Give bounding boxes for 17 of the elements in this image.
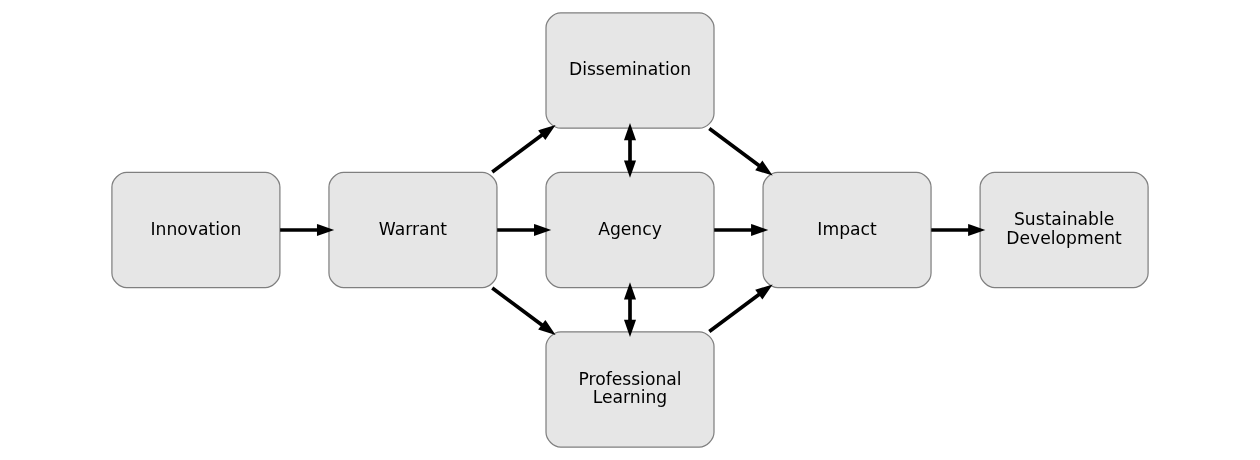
arrow (497, 223, 552, 237)
arrow (714, 223, 769, 237)
arrow (280, 223, 335, 237)
node-box: Dissemination (545, 12, 715, 129)
node-box: Innovation (111, 171, 281, 289)
arrow (931, 223, 986, 237)
node-box: Warrant (328, 171, 498, 289)
node-box: Sustainable Development (979, 171, 1149, 289)
node-box: Impact (762, 171, 932, 289)
arrow (708, 284, 773, 333)
arrow (708, 127, 773, 176)
arrow (623, 122, 637, 178)
arrow (623, 282, 637, 338)
arrow (491, 286, 556, 336)
arrow (491, 124, 556, 174)
node-box: Professional Learning (545, 331, 715, 448)
node-box: Agency (545, 171, 715, 289)
